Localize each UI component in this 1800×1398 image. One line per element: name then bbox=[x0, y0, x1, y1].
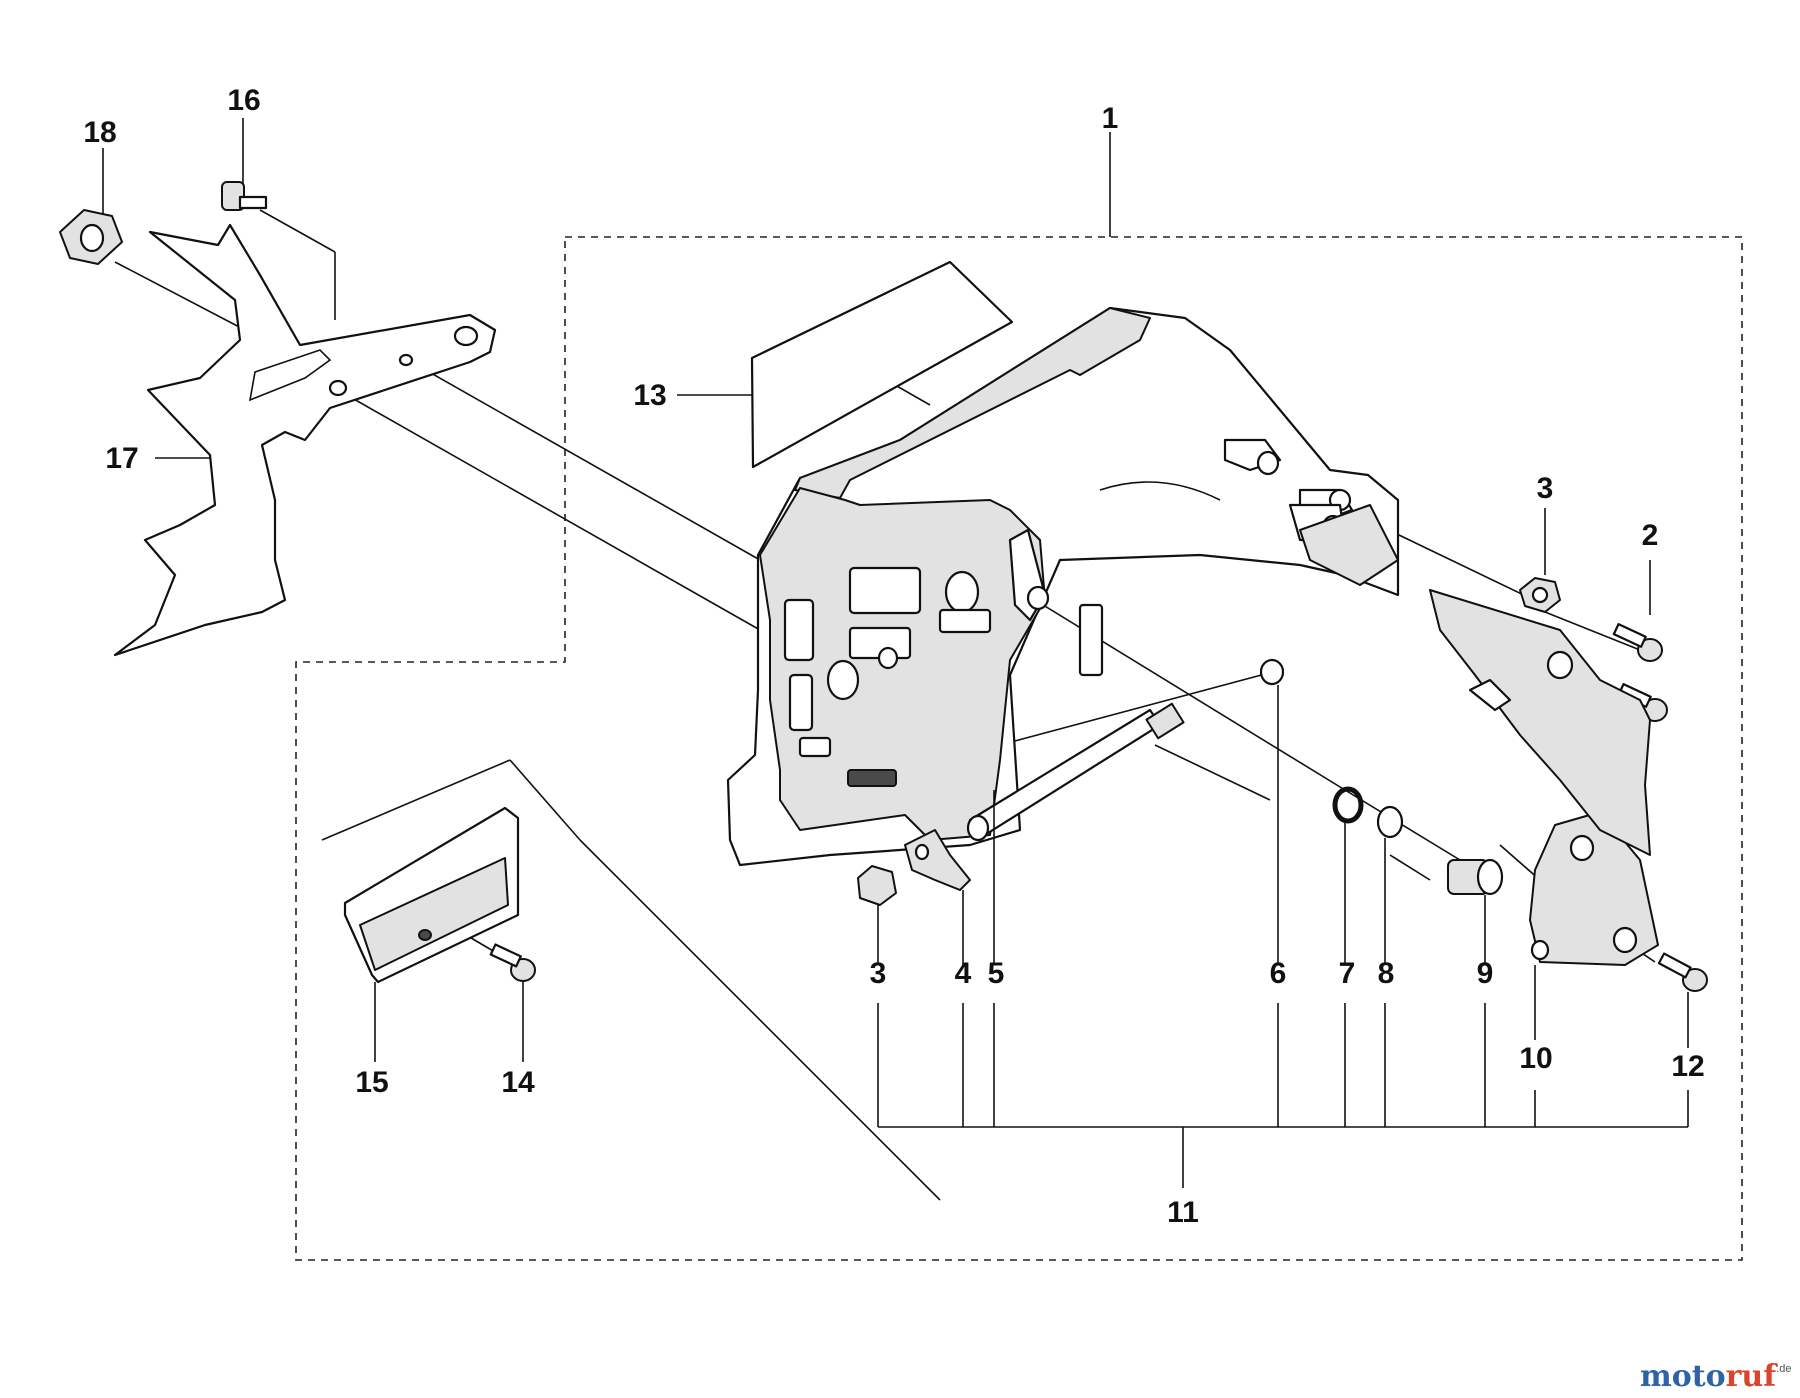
chain-guard-flap bbox=[1429, 589, 1651, 856]
watermark-logo: motoruf.de bbox=[1640, 1359, 1791, 1394]
label-12: 12 bbox=[1671, 1050, 1704, 1083]
label-2: 2 bbox=[1642, 519, 1659, 552]
screw-12 bbox=[1657, 952, 1708, 992]
label-5: 5 bbox=[988, 957, 1005, 990]
sleeve-nut-upper bbox=[1519, 577, 1561, 613]
decal bbox=[750, 260, 1014, 469]
part-labels: 1 2 3 3 4 5 6 7 8 9 10 11 12 13 14 15 16… bbox=[83, 84, 1704, 1229]
label-14: 14 bbox=[501, 1066, 535, 1099]
label-18: 18 bbox=[83, 116, 116, 149]
label-9: 9 bbox=[1477, 957, 1494, 990]
screw-16 bbox=[221, 181, 268, 211]
label-7: 7 bbox=[1339, 957, 1356, 990]
label-15: 15 bbox=[355, 1066, 388, 1099]
label-11: 11 bbox=[1167, 1196, 1199, 1229]
chain-cover bbox=[726, 306, 1400, 867]
label-1: 1 bbox=[1102, 102, 1119, 135]
bar-plate bbox=[113, 223, 497, 657]
bushing-9 bbox=[1447, 858, 1504, 896]
nut-lower bbox=[857, 865, 897, 906]
label-4: 4 bbox=[955, 957, 972, 990]
nut-bore bbox=[79, 223, 105, 253]
label-17: 17 bbox=[105, 442, 138, 475]
washer-8 bbox=[1376, 805, 1404, 839]
screw-14 bbox=[489, 943, 536, 982]
label-13: 13 bbox=[633, 379, 666, 412]
kit-bracket bbox=[374, 685, 1689, 1188]
label-10: 10 bbox=[1519, 1042, 1552, 1075]
label-3-upper: 3 bbox=[1537, 472, 1554, 505]
o-ring-7 bbox=[1332, 786, 1364, 824]
label-6: 6 bbox=[1270, 957, 1287, 990]
svg-text:motoruf.de: motoruf.de bbox=[1640, 1359, 1791, 1394]
assembly-boundary bbox=[295, 236, 1743, 1261]
bar-plate-slot bbox=[248, 349, 332, 402]
cover-plate-10 bbox=[1529, 811, 1659, 966]
label-8: 8 bbox=[1378, 957, 1395, 990]
bar-plate-hole-mid bbox=[328, 379, 348, 397]
bar-plate-hole-small bbox=[398, 353, 414, 367]
label-3-lower: 3 bbox=[870, 957, 887, 990]
bar-plate-hole-large bbox=[453, 325, 479, 347]
adjuster-pin bbox=[904, 829, 971, 891]
chain-catcher bbox=[343, 806, 520, 984]
label-16: 16 bbox=[227, 84, 260, 117]
tensioning-screw bbox=[966, 702, 1185, 842]
screw-2 bbox=[1612, 623, 1668, 722]
washer-6 bbox=[1259, 658, 1285, 686]
